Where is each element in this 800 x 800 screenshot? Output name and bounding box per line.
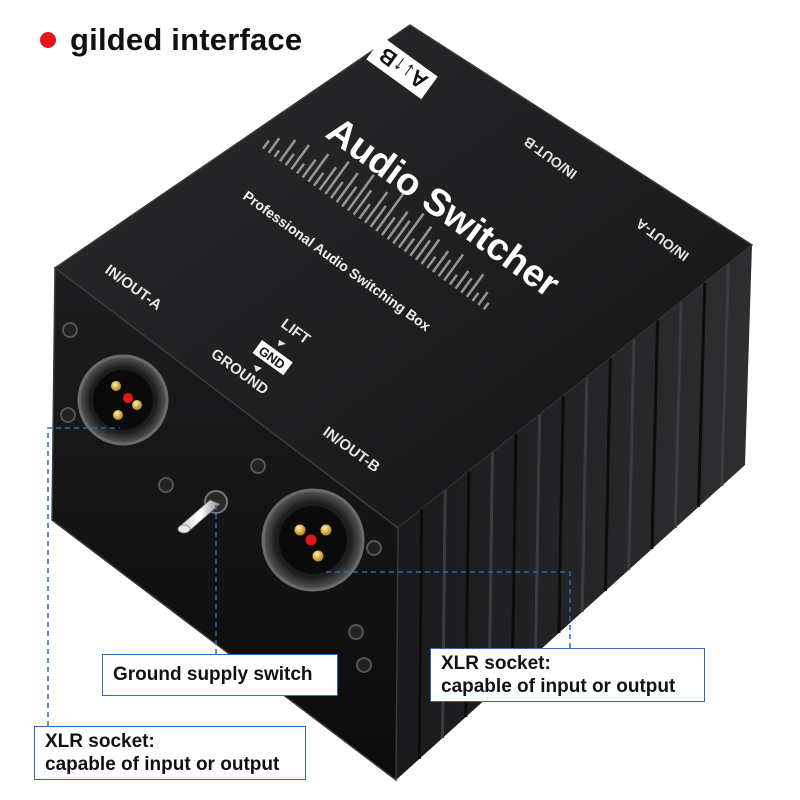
level-bar bbox=[352, 189, 373, 216]
headline: gilded interface bbox=[40, 22, 302, 58]
level-bar bbox=[307, 153, 330, 183]
xlr-socket-b[interactable] bbox=[261, 488, 365, 592]
front-screws bbox=[60, 322, 382, 673]
level-bar bbox=[448, 274, 458, 286]
level-bar bbox=[403, 237, 416, 253]
headline-text: gilded interface bbox=[70, 22, 303, 57]
red-bullet-icon bbox=[40, 32, 56, 48]
level-bar bbox=[301, 159, 317, 179]
level-bar bbox=[386, 211, 409, 240]
level-bar bbox=[284, 153, 295, 166]
level-bar bbox=[324, 160, 350, 195]
level-bar bbox=[460, 277, 473, 294]
fin-line bbox=[417, 509, 424, 760]
callout-xlr-left-line2: capable of input or output bbox=[45, 754, 280, 775]
callout-xlr-left: XLR socket: capable of input or output bbox=[34, 726, 306, 780]
fin-line bbox=[650, 320, 660, 550]
level-bar bbox=[477, 291, 489, 306]
level-bar bbox=[290, 144, 310, 171]
fin-line bbox=[534, 414, 542, 655]
level-bar bbox=[346, 174, 375, 212]
arrow-up-icon bbox=[278, 340, 286, 346]
level-bar bbox=[392, 219, 411, 245]
level-bar bbox=[363, 191, 389, 224]
callout-xlr-left-line1: XLR socket: bbox=[45, 731, 155, 752]
callout-ground-switch: Ground supply switch bbox=[102, 654, 338, 696]
level-bar bbox=[420, 238, 441, 265]
level-bar bbox=[335, 172, 359, 203]
fin-line bbox=[580, 377, 589, 613]
heat-sink-fins bbox=[417, 263, 730, 760]
fin-line bbox=[720, 263, 730, 487]
red-pin-marker-icon bbox=[123, 393, 133, 403]
level-bar bbox=[369, 205, 387, 228]
fin-line bbox=[557, 395, 565, 634]
level-bar bbox=[482, 301, 490, 310]
callout-leader-lines bbox=[47, 427, 571, 726]
level-bar bbox=[443, 253, 465, 282]
level-bar bbox=[329, 181, 344, 199]
callout-xlr-right-line2: capable of input or output bbox=[441, 676, 676, 697]
arrow-down-icon bbox=[254, 365, 262, 372]
level-bar bbox=[409, 225, 433, 257]
callout-xlr-right-line1: XLR socket: bbox=[441, 653, 551, 674]
level-bar bbox=[341, 186, 358, 208]
level-bar bbox=[295, 162, 306, 175]
level-bar bbox=[454, 270, 470, 290]
level-bar bbox=[380, 216, 396, 236]
level-bar bbox=[318, 166, 338, 191]
fin-line bbox=[627, 339, 636, 571]
level-bar bbox=[273, 149, 281, 158]
fin-line bbox=[673, 301, 683, 529]
callout-ground-text: Ground supply switch bbox=[113, 664, 313, 685]
callout-xlr-right: XLR socket: capable of input or output bbox=[430, 648, 705, 702]
level-bar bbox=[431, 250, 450, 273]
fin-line bbox=[510, 433, 518, 676]
xlr-socket-a[interactable] bbox=[77, 354, 169, 446]
level-bar bbox=[358, 203, 371, 220]
level-bar bbox=[437, 259, 452, 278]
level-bar bbox=[375, 193, 405, 232]
level-bar bbox=[465, 273, 485, 298]
device-side-face bbox=[396, 245, 752, 780]
level-bar bbox=[267, 137, 281, 154]
fin-line bbox=[696, 282, 707, 508]
red-pin-marker-icon bbox=[305, 534, 317, 546]
fin-line bbox=[603, 358, 612, 592]
ground-toggle-switch[interactable] bbox=[177, 490, 228, 534]
level-bar bbox=[426, 255, 437, 269]
level-bar bbox=[278, 139, 297, 162]
level-bar bbox=[397, 212, 425, 249]
level-bar bbox=[414, 239, 432, 261]
level-bar bbox=[312, 172, 325, 187]
level-meter-graphic bbox=[262, 137, 490, 310]
level-bar bbox=[471, 292, 480, 302]
level-bar bbox=[262, 139, 270, 150]
